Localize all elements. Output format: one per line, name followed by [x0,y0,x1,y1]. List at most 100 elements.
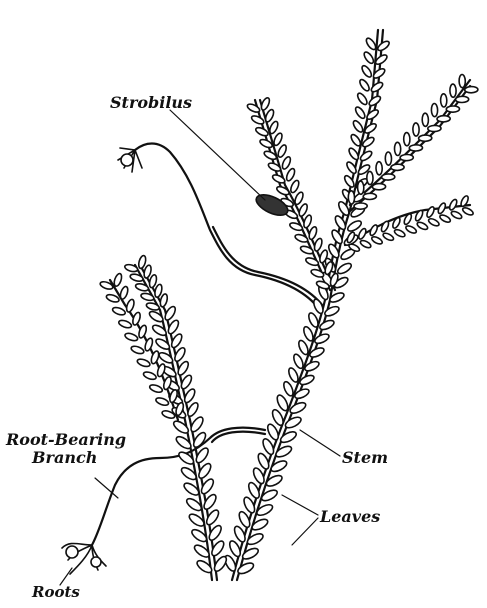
leaf [448,198,458,211]
leaf [277,144,288,159]
leaf [186,401,200,418]
leaf [302,214,312,229]
leaf [431,103,438,116]
leaf [247,481,262,500]
leaf [360,64,373,78]
leaf [323,305,340,318]
leaf [300,245,315,255]
leaf [357,181,364,194]
leaf [293,191,304,206]
leaf [422,113,429,126]
leaf [382,232,395,242]
leaf [275,394,290,413]
leaf [369,224,379,237]
leaf [405,224,418,234]
leaf [446,106,459,113]
roots-drawing [62,543,106,574]
leaf [380,220,390,233]
leaf [349,133,362,147]
leaf [330,228,344,245]
leaf [154,337,171,351]
leaf [365,37,378,51]
leaf [129,273,143,283]
leaf [371,235,384,245]
leaf [266,423,281,442]
leaf [195,558,213,574]
leaf [285,167,296,182]
leaf [250,114,265,125]
leaf [416,221,429,231]
leaf [302,325,315,342]
leaf [455,96,468,103]
leaf [270,408,285,427]
leaf [327,243,341,260]
leaf [354,203,367,210]
leaf [307,312,320,329]
leaf [376,40,390,53]
leaf [284,415,303,430]
leaf [419,135,432,142]
leaf [282,380,295,397]
leaf [394,142,401,155]
leaf [148,310,165,324]
leaf [368,95,382,108]
stem-label: Stem [342,449,388,467]
leaf [246,532,265,547]
leaf [365,108,379,121]
leaf [356,92,369,106]
leaf [270,459,289,474]
leaf [118,319,133,329]
leaf [279,430,298,445]
leaf [155,396,170,406]
leaf [439,214,452,224]
leaf [237,510,252,529]
leaf [183,387,197,404]
strobilus-leader [170,110,265,200]
leaf [271,173,286,184]
leaf [272,132,283,147]
leaf [336,261,353,275]
leaf [251,466,266,485]
leaf [440,94,447,107]
leaves-label: Leaves [320,508,380,526]
leaf [437,202,447,215]
leaf [112,306,127,316]
leaf [289,179,300,194]
leaf [281,156,292,171]
leaf [312,298,325,315]
leaf [172,419,190,435]
leaf [261,437,276,456]
leaf [274,444,293,459]
leaf [130,345,145,355]
leaf [140,292,154,302]
leaf [357,227,367,240]
leaf [404,133,411,146]
leaf [352,119,365,133]
leaf [359,150,373,163]
root-bearing-branch-label-line2: Branch [6,448,97,467]
leaf [333,214,347,231]
leaf [462,206,475,216]
stalk-tip-tuft [118,148,142,172]
leaf [359,239,372,249]
leaf [135,283,149,293]
leaf [158,351,175,365]
leaf [362,51,375,65]
leaf [400,154,413,161]
leaf [409,145,422,152]
leaf [354,106,367,120]
leaf [450,210,463,220]
leaf [465,86,478,93]
root-bearing-branch-label-line1: Root-Bearing [6,430,126,449]
leaf [292,353,305,370]
leaf [124,332,139,342]
leaves-leader-1 [282,495,318,515]
leaf [459,74,466,87]
leaf [367,171,374,184]
leaf [255,126,270,137]
leaf [163,305,177,322]
leaf [393,228,406,238]
leaf [143,371,158,381]
leaf [318,319,335,332]
